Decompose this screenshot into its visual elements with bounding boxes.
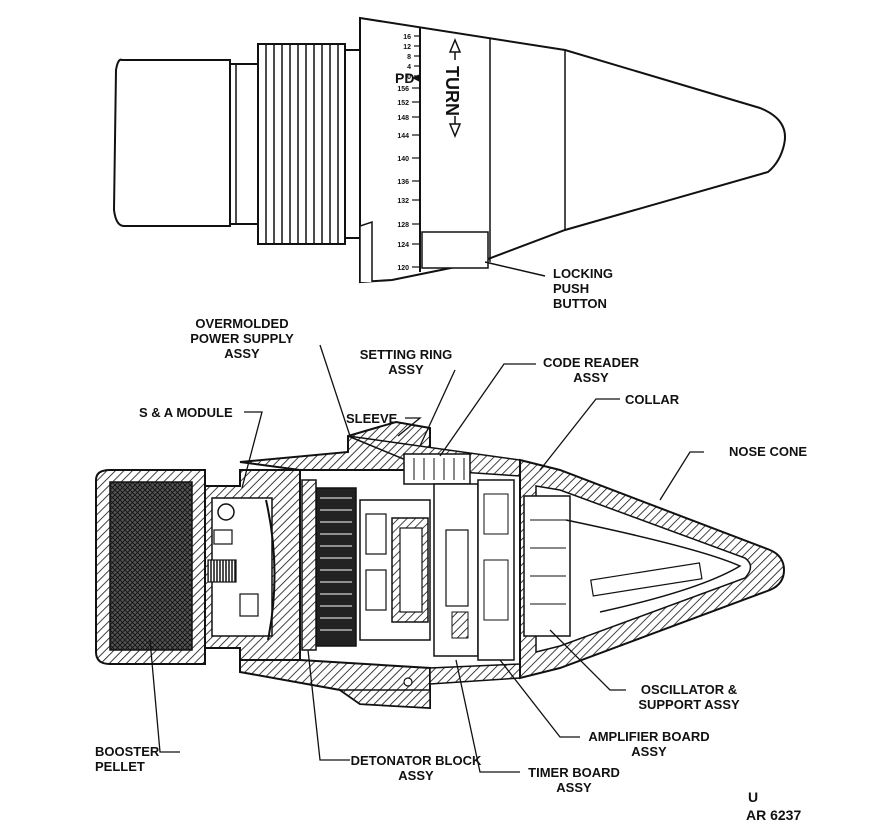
locking-push-button-shape bbox=[421, 231, 489, 269]
code-reader-shape bbox=[403, 453, 471, 485]
label-amplifier-board: AMPLIFIER BOARD ASSY bbox=[588, 729, 710, 759]
leader-detonator bbox=[307, 649, 350, 761]
footer-u: U bbox=[748, 789, 759, 805]
pd-mark: PD bbox=[395, 70, 414, 86]
label-booster-pellet: BOOSTER PELLET bbox=[95, 744, 160, 774]
label-detonator-block: DETONATOR BLOCK ASSY bbox=[350, 753, 482, 783]
leader-timer bbox=[455, 659, 520, 773]
label-code-reader: CODE READER ASSY bbox=[542, 355, 640, 385]
scale-tick: 8 bbox=[407, 54, 411, 61]
nose-body bbox=[359, 16, 786, 284]
scale-tick-labels: 16 12 8 4 0 156 152 148 144 140 136 132 … bbox=[397, 34, 411, 272]
scale-tick: 16 bbox=[403, 34, 411, 41]
leader-lines bbox=[149, 344, 704, 773]
booster-pellet-shape bbox=[109, 481, 193, 651]
footer-ar-number: AR 6237 bbox=[746, 807, 802, 823]
rear-cap bbox=[112, 58, 231, 227]
body-outer-wall bbox=[239, 420, 431, 471]
scale-tick: 144 bbox=[397, 133, 409, 140]
neck bbox=[229, 63, 259, 225]
oscillator-shape bbox=[523, 495, 571, 637]
threaded-section bbox=[257, 43, 346, 245]
label-timer-board: TIMER BOARD ASSY bbox=[528, 765, 620, 795]
leader-locking-push-button bbox=[484, 261, 546, 277]
leader-sleeve bbox=[397, 417, 422, 437]
collar-wall bbox=[429, 663, 521, 685]
pd-arrow-icon bbox=[412, 74, 420, 82]
scale-tick: 120 bbox=[397, 265, 409, 272]
turn-text: TURN bbox=[442, 66, 462, 116]
leader-setting-ring bbox=[419, 369, 456, 447]
leader-oscillator bbox=[549, 629, 626, 691]
leader-s-a-module bbox=[241, 411, 263, 489]
scale-tick: 0 bbox=[407, 74, 411, 81]
scale-tick: 152 bbox=[397, 100, 409, 107]
scale-tick: 136 bbox=[397, 179, 409, 186]
power-supply-shape bbox=[315, 487, 357, 647]
leader-booster bbox=[149, 639, 180, 753]
leader-amplifier bbox=[499, 659, 580, 738]
fuze-exterior-view bbox=[112, 16, 786, 284]
nose-cone-cavity bbox=[535, 485, 752, 653]
thread-lines bbox=[265, 44, 339, 244]
scale-tick: 124 bbox=[397, 242, 409, 249]
scale-tick: 12 bbox=[403, 44, 411, 51]
scale-tick: 148 bbox=[397, 115, 409, 122]
scale-tick: 128 bbox=[397, 222, 409, 229]
scale-tick: 132 bbox=[397, 198, 409, 205]
leader-code-reader bbox=[439, 363, 536, 457]
scale-tick: 4 bbox=[407, 64, 411, 71]
label-setting-ring: SETTING RING ASSY bbox=[359, 347, 453, 377]
label-locking-push-button: LOCKING PUSH BUTTON bbox=[553, 266, 613, 311]
fuze-cross-section bbox=[95, 420, 786, 710]
leader-overmolded bbox=[319, 344, 351, 437]
label-overmolded-power-supply: OVERMOLDED POWER SUPPLY ASSY bbox=[190, 316, 294, 361]
label-collar: COLLAR bbox=[625, 392, 680, 407]
scale-tick: 140 bbox=[397, 156, 409, 163]
label-sleeve: SLEEVE bbox=[346, 411, 398, 426]
label-nose-cone: NOSE CONE bbox=[729, 444, 808, 459]
leader-collar bbox=[539, 398, 620, 471]
label-oscillator: OSCILLATOR & SUPPORT ASSY bbox=[638, 682, 740, 712]
label-s-a-module: S & A MODULE bbox=[139, 405, 233, 420]
scale-tick: 156 bbox=[397, 86, 409, 93]
leader-nose-cone bbox=[659, 451, 704, 501]
